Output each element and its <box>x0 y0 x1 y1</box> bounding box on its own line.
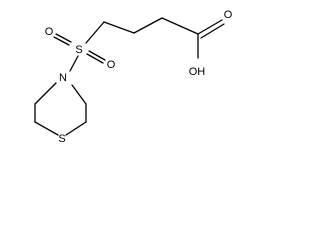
bond-c2-c3 <box>133 17 163 34</box>
bond-s-o-top-b <box>53 36 70 46</box>
bond-s-c-left <box>34 121 59 136</box>
atom-sulfur-sulfonyl: S <box>75 44 82 56</box>
bond-c4-o-a <box>197 19 223 35</box>
bond-s-o-bottom-a <box>88 50 106 61</box>
atom-oxygen-carbonyl: O <box>224 9 233 21</box>
bond-s-c1 <box>85 21 105 44</box>
molecule-structure: O S O N S OH O <box>34 9 233 145</box>
atom-oxygen-bottom: O <box>107 59 116 71</box>
bond-c1-c2 <box>103 21 135 34</box>
bond-c4-o-b <box>200 23 225 39</box>
thiomorpholine-ring <box>34 82 87 136</box>
bond-c-right-s <box>65 121 87 136</box>
bond-c3-c4 <box>161 17 199 35</box>
atom-oxygen-top: O <box>45 26 54 38</box>
carbon-chain <box>85 17 225 59</box>
bond-n-c-right <box>71 84 87 105</box>
bond-s-n <box>69 55 79 72</box>
atom-hydroxyl: OH <box>189 66 206 78</box>
atom-sulfur-ring: S <box>58 133 65 145</box>
bond-c-left-n <box>34 82 57 105</box>
atom-nitrogen: N <box>59 72 67 84</box>
bond-s-o-top-a <box>55 33 72 43</box>
sulfonyl-group <box>53 33 106 64</box>
bond-s-o-bottom-b <box>86 53 104 64</box>
